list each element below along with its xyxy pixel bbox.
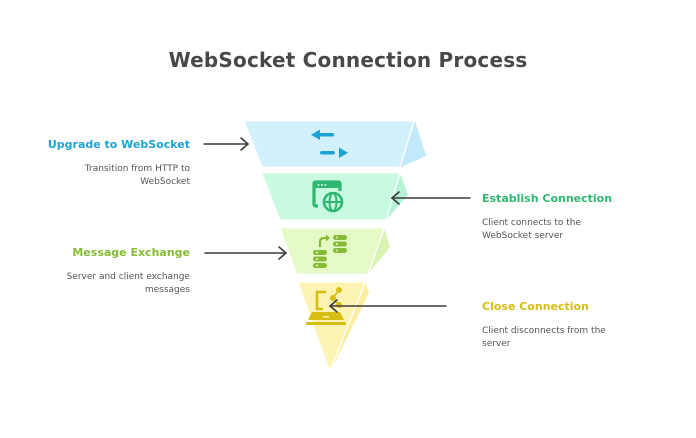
browser-globe-icon bbox=[312, 180, 344, 213]
diagram-title: WebSocket Connection Process bbox=[168, 48, 528, 72]
funnel-layer-establish bbox=[261, 172, 408, 221]
layer-side-face bbox=[386, 173, 408, 220]
funnel-layer-upgrade bbox=[243, 120, 426, 168]
stage-description-establish: Client connects to the WebSocket server bbox=[482, 217, 682, 243]
connector-arrow-close bbox=[329, 299, 447, 313]
connector-arrow-establish bbox=[391, 191, 471, 205]
connector-arrow-upgrade bbox=[203, 137, 249, 151]
stage-description-close: Client disconnects from the server bbox=[482, 325, 682, 351]
description-line: Server and client exchange bbox=[66, 272, 190, 282]
layer-side-face bbox=[330, 282, 369, 372]
funnel-layer-close bbox=[297, 281, 369, 374]
layer-side-face bbox=[401, 122, 426, 167]
layer-front-face bbox=[243, 120, 415, 168]
connector-arrow-message bbox=[204, 246, 287, 260]
description-line: Transition from HTTP to bbox=[84, 164, 190, 174]
arrows-exchange-icon bbox=[311, 129, 348, 158]
stage-label-upgrade: Upgrade to WebSocket bbox=[47, 138, 190, 151]
stage-label-establish: Establish Connection bbox=[482, 192, 613, 205]
database-sync-icon bbox=[313, 234, 347, 268]
stage-label-close: Close Connection bbox=[482, 300, 589, 313]
stage-description-message: Server and client exchange messages bbox=[20, 271, 190, 297]
description-line: server bbox=[482, 339, 511, 349]
stage-label-message: Message Exchange bbox=[72, 246, 190, 259]
stage-description-upgrade: Transition from HTTP to WebSocket bbox=[20, 163, 190, 189]
description-line: Client connects to the bbox=[482, 218, 582, 228]
layer-side-face bbox=[368, 228, 390, 274]
description-line: Client disconnects from the bbox=[482, 326, 606, 336]
description-line: WebSocket server bbox=[482, 231, 564, 241]
layer-front-face bbox=[279, 227, 385, 275]
description-line: WebSocket bbox=[140, 177, 190, 187]
funnel-layer-message bbox=[279, 227, 390, 275]
description-line: messages bbox=[144, 285, 190, 295]
laptop-share-icon bbox=[306, 287, 346, 325]
